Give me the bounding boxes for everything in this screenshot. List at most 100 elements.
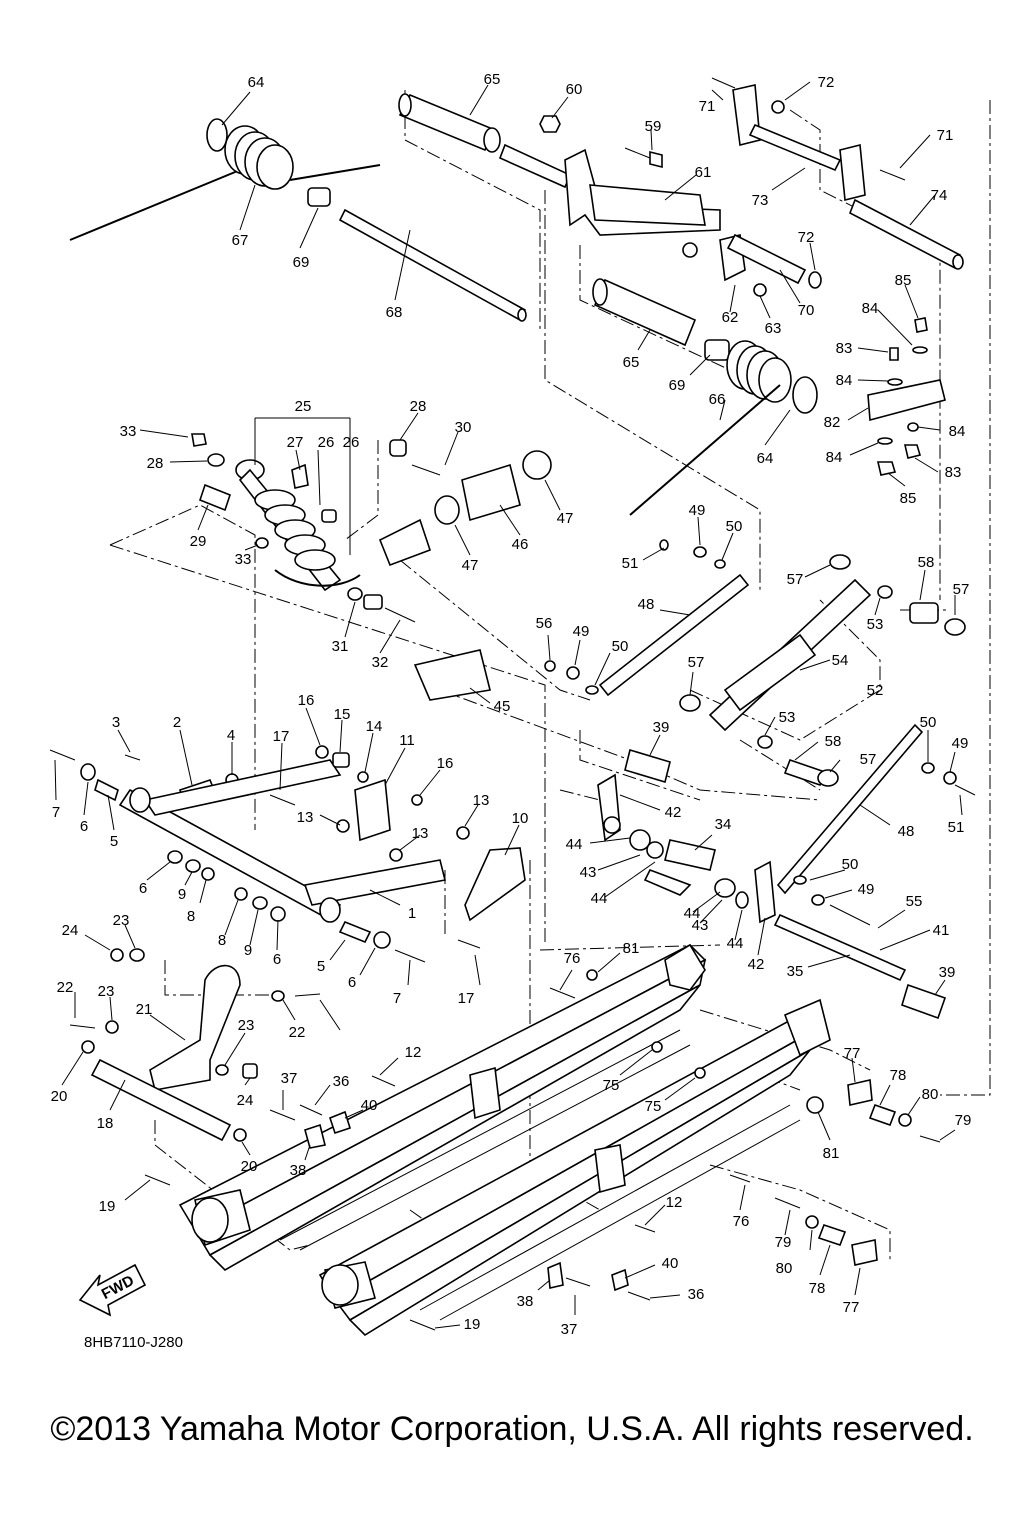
callout-label: 5 — [317, 958, 325, 975]
callout-label: 44 — [684, 905, 701, 922]
copyright-notice: ©2013 Yamaha Motor Corporation, U.S.A. A… — [50, 1410, 974, 1448]
callout-label: 5 — [110, 833, 118, 850]
callout-label: 55 — [906, 893, 923, 910]
callout-label: 70 — [798, 302, 815, 319]
callout-label: 28 — [147, 455, 164, 472]
callout-label: 49 — [858, 881, 875, 898]
callout-label: 69 — [669, 377, 686, 394]
callout-label: 72 — [798, 229, 815, 246]
callout-label: 36 — [333, 1073, 350, 1090]
callout-label: 41 — [933, 922, 950, 939]
callout-label: 8 — [187, 908, 195, 925]
callout-label: 49 — [573, 623, 590, 640]
callout-label: 14 — [366, 718, 383, 735]
callout-label: 19 — [464, 1316, 481, 1333]
callout-label: 47 — [557, 510, 574, 527]
callout-label: 49 — [952, 735, 969, 752]
callout-label: 58 — [918, 554, 935, 571]
callout-label: 57 — [953, 581, 970, 598]
callout-label: 13 — [412, 825, 429, 842]
callout-label: 23 — [238, 1017, 255, 1034]
callout-label: 34 — [715, 816, 732, 833]
callout-label: 19 — [99, 1198, 116, 1215]
callout-label: 57 — [787, 571, 804, 588]
callout-label: 54 — [832, 652, 849, 669]
callout-label: 74 — [931, 187, 948, 204]
callout-label: 85 — [895, 272, 912, 289]
callout-label: 63 — [765, 320, 782, 337]
callout-label: 51 — [622, 555, 639, 572]
callout-label: 46 — [512, 536, 529, 553]
callout-label: 84 — [949, 423, 966, 440]
callout-label: 40 — [361, 1097, 378, 1114]
callout-label: 3 — [112, 714, 120, 731]
callout-label: 36 — [688, 1286, 705, 1303]
callout-label: 85 — [900, 490, 917, 507]
callout-label: 44 — [566, 836, 583, 853]
callout-label: 35 — [787, 963, 804, 980]
callout-label: 29 — [190, 533, 207, 550]
callout-label: 75 — [645, 1098, 662, 1115]
callout-label: 57 — [688, 654, 705, 671]
callout-label: 84 — [862, 300, 879, 317]
callout-label: 17 — [273, 728, 290, 745]
callout-label: 4 — [227, 727, 235, 744]
callout-label: 73 — [752, 192, 769, 209]
callout-label: 8 — [218, 932, 226, 949]
callout-label: 57 — [860, 751, 877, 768]
callout-label: 2 — [173, 714, 181, 731]
callout-label: 1 — [408, 905, 416, 922]
callout-label: 13 — [473, 792, 490, 809]
callout-label: 13 — [297, 809, 314, 826]
callout-label: 16 — [437, 755, 454, 772]
callout-label: 49 — [689, 502, 706, 519]
callout-label: 23 — [113, 912, 130, 929]
callout-label: 71 — [937, 127, 954, 144]
callout-label: 68 — [386, 304, 403, 321]
callout-label: 64 — [248, 74, 265, 91]
callout-label: 38 — [517, 1293, 534, 1310]
callout-label: 40 — [662, 1255, 679, 1272]
callout-label: 48 — [898, 823, 915, 840]
callout-label: 33 — [120, 423, 137, 440]
callout-label: 20 — [241, 1158, 258, 1175]
callout-label: 80 — [776, 1260, 793, 1277]
callout-label: 7 — [52, 804, 60, 821]
callout-label: 12 — [666, 1194, 683, 1211]
callout-label: 50 — [842, 856, 859, 873]
callout-label: 52 — [867, 682, 884, 699]
callout-label: 82 — [824, 414, 841, 431]
callout-label: 69 — [293, 254, 310, 271]
callout-label: 50 — [612, 638, 629, 655]
callout-label: 6 — [348, 974, 356, 991]
callout-label: 24 — [62, 922, 79, 939]
callout-label: 61 — [695, 164, 712, 181]
callout-label: 81 — [623, 940, 640, 957]
callout-label: 39 — [653, 719, 670, 736]
callout-label: 24 — [237, 1092, 254, 1109]
callout-label: 67 — [232, 232, 249, 249]
callout-label: 37 — [281, 1070, 298, 1087]
callout-label: 47 — [462, 557, 479, 574]
callout-label: 65 — [484, 71, 501, 88]
callout-label: 18 — [97, 1115, 114, 1132]
callout-label: 56 — [536, 615, 553, 632]
callout-label: 44 — [591, 890, 608, 907]
callout-label: 76 — [564, 950, 581, 967]
callout-label: 30 — [455, 419, 472, 436]
callout-label: 43 — [692, 917, 709, 934]
callout-label: 6 — [273, 951, 281, 968]
callout-label: 22 — [289, 1024, 306, 1041]
callout-label: 77 — [843, 1299, 860, 1316]
callout-label: 21 — [136, 1001, 153, 1018]
diagram-artwork: FWD — [49, 77, 991, 1337]
callout-label: 53 — [867, 616, 884, 633]
callout-label: 77 — [844, 1045, 861, 1062]
parts-diagram: FWD — [49, 71, 991, 1351]
callout-label: 11 — [399, 732, 415, 749]
callout-label: 62 — [722, 309, 739, 326]
callout-label: 83 — [945, 464, 962, 481]
callout-label: 23 — [98, 983, 115, 1000]
callout-label: 32 — [372, 654, 389, 671]
callout-label: 9 — [178, 886, 186, 903]
